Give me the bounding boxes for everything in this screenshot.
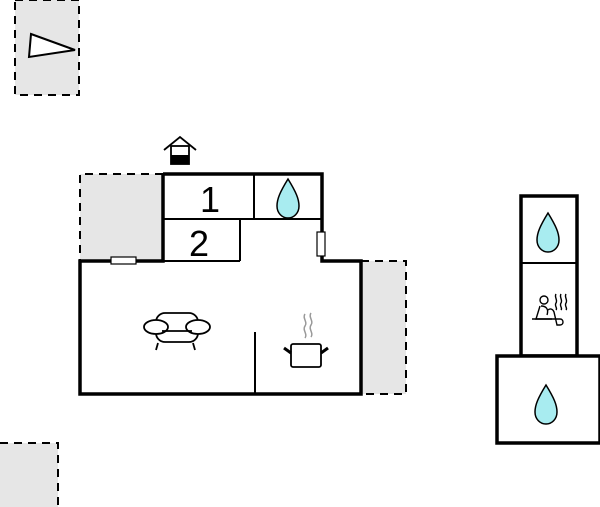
main-building — [78, 172, 363, 396]
window — [110, 256, 137, 265]
cooking-pot-icon — [283, 312, 329, 368]
terrace-north-west — [14, 0, 80, 96]
bedroom-1-label: 1 — [200, 179, 220, 220]
sauna-icon — [532, 293, 568, 326]
water-drop-icon — [276, 177, 300, 219]
terrace-left — [79, 173, 163, 260]
window — [316, 231, 326, 257]
armchair-icon — [143, 312, 211, 351]
terrace-right — [361, 260, 407, 395]
compass-north-icon — [27, 32, 76, 59]
water-drop-icon — [536, 211, 560, 253]
entrance-house-icon — [163, 135, 197, 165]
terrace-bottom-left — [0, 442, 59, 507]
water-drop-icon — [534, 383, 558, 425]
bedroom-2-label: 2 — [189, 223, 209, 264]
